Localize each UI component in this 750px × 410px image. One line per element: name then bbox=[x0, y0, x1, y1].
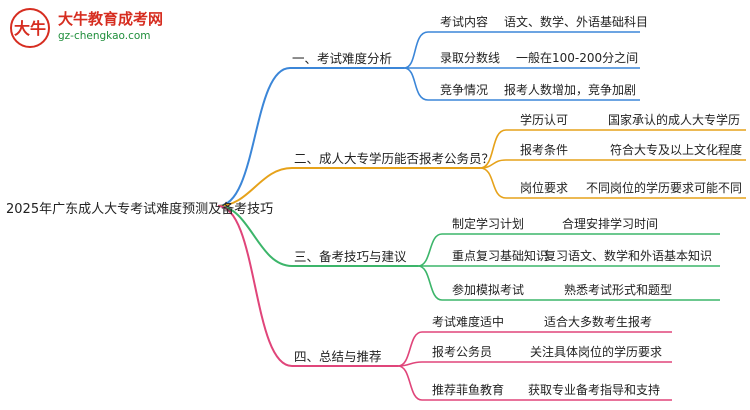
connector-branch-1-leaf-1 bbox=[403, 31, 429, 69]
leaf-1-1-key: 考试内容 bbox=[440, 15, 489, 29]
leaf-2-3-key: 岗位要求 bbox=[520, 181, 569, 195]
leaf-2-1-key: 学历认可 bbox=[520, 113, 569, 127]
leaf-1-3-value: 报考人数增加，竞争加剧 bbox=[504, 83, 637, 97]
connector-branch-1-leaf-3 bbox=[403, 67, 429, 101]
leaf-4-3-key: 推荐菲鱼教育 bbox=[432, 383, 505, 397]
logo-url: gz-chengkao.com bbox=[58, 30, 151, 42]
leaf-4-1-value: 适合大多数考生报考 bbox=[544, 315, 653, 329]
leaf-1-2-key: 录取分数线 bbox=[440, 51, 501, 65]
leaf-1-3-key: 竞争情况 bbox=[440, 83, 489, 97]
svg-text:大牛: 大牛 bbox=[14, 19, 46, 38]
connector-root-branch-3 bbox=[217, 205, 293, 267]
leaf-3-1-value: 合理安排学习时间 bbox=[562, 217, 659, 231]
leaf-4-2-key: 报考公务员 bbox=[432, 345, 493, 359]
leaf-4-2-value: 关注具体岗位的学历要求 bbox=[530, 345, 663, 359]
connector-branch-4-leaf-2 bbox=[397, 361, 423, 367]
leaf-3-3-value: 熟悉考试形式和题型 bbox=[564, 283, 673, 297]
leaf-3-2-value: 复习语文、数学和外语基本知识 bbox=[544, 249, 713, 263]
connector-root-branch-4 bbox=[217, 205, 293, 367]
connector-root-branch-2 bbox=[217, 167, 293, 207]
leaf-2-1-value: 国家承认的成人大专学历 bbox=[608, 113, 741, 127]
leaf-2-2-value: 符合大专及以上文化程度 bbox=[610, 143, 743, 157]
leaf-2-3-value: 不同岗位的学历要求可能不同 bbox=[586, 181, 743, 195]
logo-title: 大牛教育成考网 bbox=[58, 10, 164, 28]
leaf-3-2-key: 重点复习基础知识 bbox=[452, 249, 549, 263]
leaf-3-1-key: 制定学习计划 bbox=[452, 217, 525, 231]
connector-branch-3-leaf-1 bbox=[417, 233, 443, 267]
leaf-2-2-key: 报考条件 bbox=[520, 143, 569, 157]
connector-branch-4-leaf-1 bbox=[397, 331, 423, 367]
leaf-4-3-value: 获取专业备考指导和支持 bbox=[528, 383, 661, 397]
connector-branch-3-leaf-3 bbox=[417, 265, 443, 301]
branch-1-label: 一、考试难度分析 bbox=[292, 51, 393, 66]
leaf-1-1-value: 语文、数学、外语基础科目 bbox=[504, 15, 649, 29]
connector-branch-4-leaf-3 bbox=[397, 365, 423, 401]
branch-3-label: 三、备考技巧与建议 bbox=[294, 249, 407, 264]
connector-branch-2-leaf-3 bbox=[479, 167, 507, 199]
branch-4-label: 四、总结与推荐 bbox=[294, 349, 382, 364]
root-node: 2025年广东成人大专考试难度预测及备考技巧 bbox=[6, 202, 274, 217]
logo-emblem-icon: 大牛 bbox=[10, 8, 50, 48]
leaf-4-1-key: 考试难度适中 bbox=[432, 315, 505, 329]
connector-root-branch-1 bbox=[217, 67, 291, 207]
branch-2-label: 二、成人大专学历能否报考公务员？ bbox=[294, 151, 495, 166]
site-logo[interactable]: 大牛 大牛教育成考网 gz-chengkao.com bbox=[8, 6, 228, 50]
leaf-1-2-value: 一般在100-200分之间 bbox=[516, 51, 639, 65]
leaf-3-3-key: 参加模拟考试 bbox=[452, 283, 525, 297]
